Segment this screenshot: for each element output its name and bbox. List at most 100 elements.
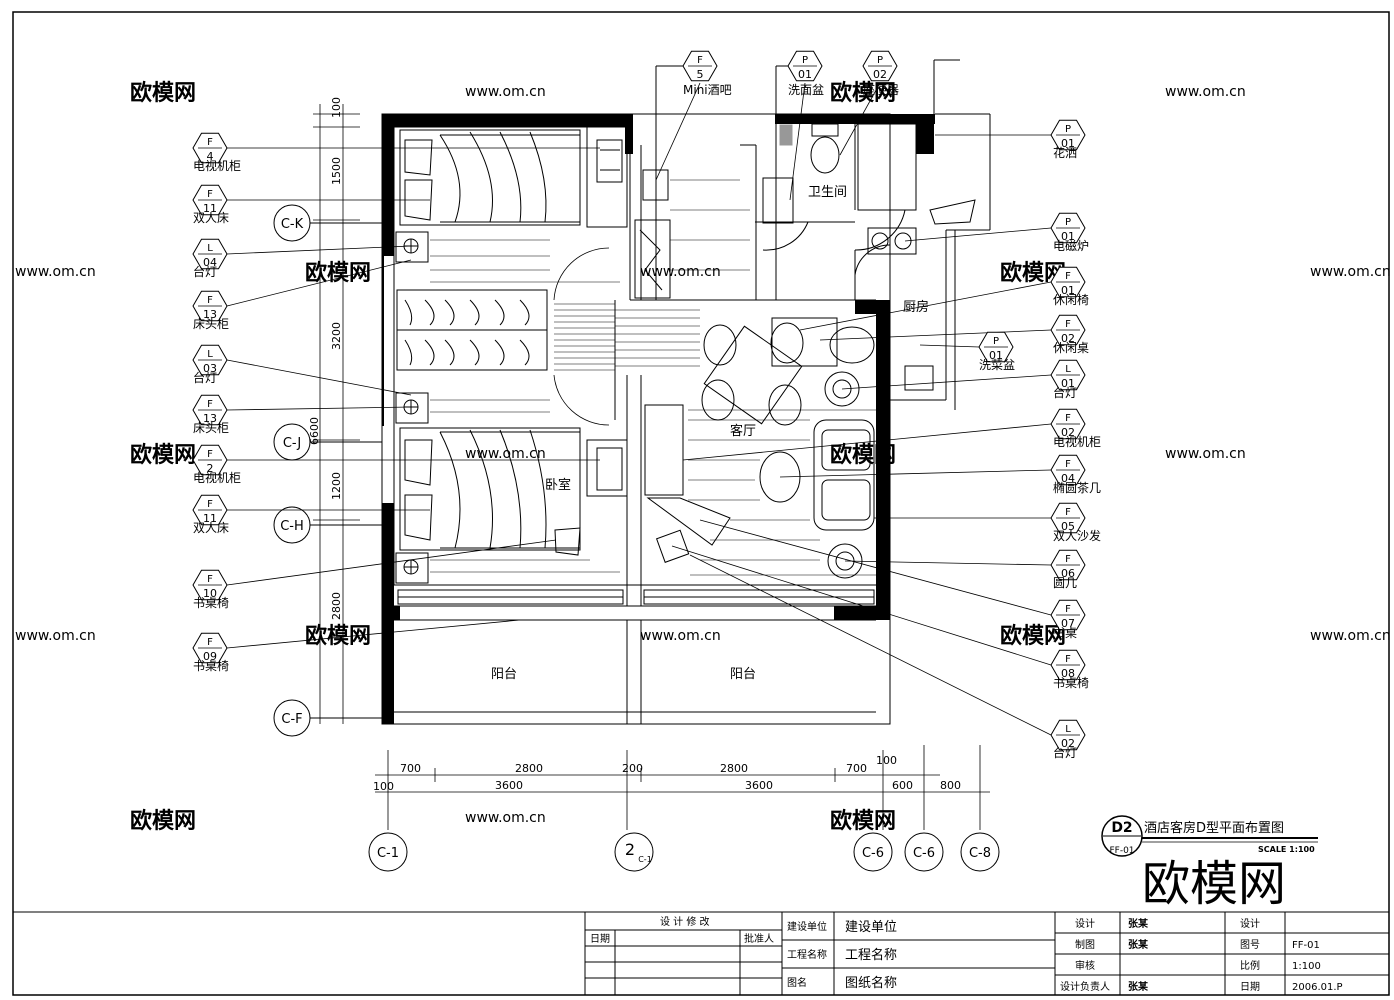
row-label-1: 工程名称: [787, 948, 827, 961]
dim-bottom-2: 3600: [745, 779, 773, 792]
room-label-bathroom: 卫生间: [808, 185, 847, 200]
callout-label: 台灯: [1053, 385, 1077, 400]
shower: [857, 123, 917, 211]
row-label-0: 建设单位: [787, 920, 827, 933]
title-block-text: 设 计 修 改 日期 批准人 建设单位 建设单位 工程名称 工程名称 图名 图纸…: [590, 915, 1343, 993]
horizontal-dimensions: [375, 745, 990, 830]
callout-number: 01: [1061, 284, 1075, 297]
side-table-upper: [824, 371, 860, 407]
callout-code: F: [1065, 654, 1071, 665]
callout-code: F: [207, 637, 213, 648]
watermark-text: 欧模网: [305, 623, 371, 649]
dim-top-5: 100: [876, 754, 897, 767]
double-bed-lower: [399, 427, 581, 551]
callout-label: 电视机柜: [1053, 434, 1101, 449]
room-label-living: 客厅: [730, 423, 756, 439]
callout-code: L: [1065, 364, 1071, 375]
row-value-0: 建设单位: [845, 920, 897, 935]
dim-top-1: 2800: [515, 762, 543, 775]
callout-label: 休闲桌: [1053, 341, 1089, 355]
washbasin: [762, 177, 794, 224]
row-value-1: 工程名称: [845, 947, 897, 963]
callout-number: 01: [989, 349, 1003, 362]
callout-label: 书桌椅: [1053, 676, 1089, 690]
dim-v-3: 6600: [308, 417, 321, 445]
room-label-balcony-right: 阳台: [730, 667, 756, 682]
callout-label: 书桌椅: [193, 596, 229, 610]
dim-top-4: 700: [846, 762, 867, 775]
callout-label: 书桌椅: [193, 659, 229, 673]
nightstand-lower: [395, 552, 429, 584]
grid-h-1: 2: [625, 840, 635, 859]
watermark-url: www.om.cn: [1310, 264, 1391, 280]
right-label-0: 设计: [1075, 917, 1095, 930]
callout-number: 02: [1061, 737, 1075, 750]
watermark-url: www.om.cn: [1165, 446, 1246, 462]
callout-label: 台灯: [193, 370, 217, 385]
double-bed-upper: [399, 129, 581, 226]
callout-code: L: [207, 349, 213, 360]
far-value-1: FF-01: [1292, 940, 1320, 951]
room-labels: 卫生间 厨房 卧室 客厅 阳台 阳台: [491, 185, 929, 682]
callout-label: 双人床: [193, 211, 229, 225]
row-value-2: 图纸名称: [845, 975, 897, 991]
callout-number: 04: [203, 256, 217, 269]
callout-label: 洗菜盆: [979, 358, 1015, 372]
callout-number: 4: [207, 150, 214, 163]
callout-number: 02: [1061, 426, 1075, 439]
callout-label: 台灯: [193, 264, 217, 279]
leisure-table: [703, 325, 803, 425]
far-label-0: 设计: [1240, 917, 1260, 930]
callout-code: L: [1065, 724, 1071, 735]
callout-code: F: [207, 295, 213, 306]
dim-top-2: 200: [622, 762, 643, 775]
watermark-text: 欧模网: [1000, 623, 1066, 649]
right-value-1: 张某: [1128, 938, 1149, 951]
dim-bottom-0: 100: [373, 780, 394, 793]
double-sofa: [813, 419, 875, 531]
callout-label: 花洒: [1053, 145, 1077, 160]
callout-number: 09: [203, 650, 217, 663]
right-value-3: 张某: [1128, 980, 1149, 993]
callout-number: 07: [1061, 617, 1075, 630]
right-label-2: 审核: [1075, 959, 1095, 972]
sheet-title: D2 FF-01 酒店客房D型平面布置图 SCALE 1:100: [1101, 815, 1318, 857]
sheet-number: D2: [1111, 820, 1132, 836]
watermark-url: www.om.cn: [640, 628, 721, 644]
wall-outlines: [381, 59, 991, 725]
date-label: 日期: [590, 933, 610, 945]
callout-code: F: [1065, 604, 1071, 615]
horizontal-grid-markers: C-1 2 C-1 C-6 C-6 C-8: [368, 832, 1000, 872]
sheet-border: [12, 11, 1390, 996]
watermark-url: www.om.cn: [640, 264, 721, 280]
vertical-dimension-labels: 100 1500 3200 6600 1200 2800: [308, 97, 343, 620]
dim-top-0: 700: [400, 762, 421, 775]
far-value-3: 2006.01.P: [1292, 982, 1343, 993]
callout-number: 02: [1061, 332, 1075, 345]
callout-code: F: [207, 399, 213, 410]
kitchen-sink: [904, 365, 934, 391]
callout-number: 03: [203, 362, 217, 375]
callout-number: 08: [1061, 667, 1075, 680]
callout-code: F: [1065, 459, 1071, 470]
sheet-title-text: 酒店客房D型平面布置图: [1144, 820, 1284, 836]
callout-label: 电视机柜: [193, 158, 241, 173]
desk: [646, 497, 731, 546]
callout-label: 休闲椅: [1053, 293, 1089, 307]
grid-h-3: C-6: [913, 846, 935, 861]
callout-number: 01: [1061, 377, 1075, 390]
callout-code: P: [1065, 217, 1071, 228]
